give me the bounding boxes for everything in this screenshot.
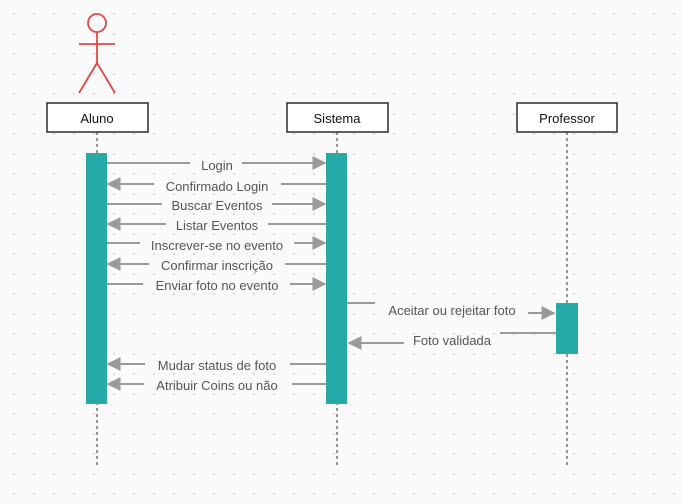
participant-sistema[interactable]: Sistema xyxy=(286,102,389,133)
message-label: Listar Eventos xyxy=(176,218,259,233)
participant-label-aluno: Aluno xyxy=(80,111,113,126)
message-atribuir-coins[interactable]: Atribuir Coins ou não xyxy=(106,377,326,393)
message-buscar-eventos[interactable]: Buscar Eventos xyxy=(107,197,327,213)
message-enviar-foto[interactable]: Enviar foto no evento xyxy=(107,277,327,293)
participant-aluno[interactable]: Aluno xyxy=(46,102,149,133)
message-confirmado-login[interactable]: Confirmado Login xyxy=(106,177,326,194)
participant-label-sistema: Sistema xyxy=(314,111,362,126)
message-inscrever-se[interactable]: Inscrever-se no evento xyxy=(107,236,327,253)
message-label: Buscar Eventos xyxy=(171,198,263,213)
participant-professor[interactable]: Professor xyxy=(516,102,618,133)
message-label: Atribuir Coins ou não xyxy=(156,378,277,393)
message-label: Inscrever-se no evento xyxy=(151,238,283,253)
activation-bar-professor xyxy=(556,303,578,354)
message-label: Confirmado Login xyxy=(166,179,269,194)
message-listar-eventos[interactable]: Listar Eventos xyxy=(106,217,326,233)
message-login[interactable]: Login xyxy=(107,156,327,173)
message-label: Mudar status de foto xyxy=(158,358,277,373)
activation-bar-sistema xyxy=(326,153,347,404)
message-mudar-status-foto[interactable]: Mudar status de foto xyxy=(106,357,326,373)
message-label: Enviar foto no evento xyxy=(156,278,279,293)
message-label: Login xyxy=(201,158,233,173)
activation-bar-aluno xyxy=(86,153,107,404)
message-foto-validada[interactable]: Foto validada xyxy=(347,332,556,350)
message-confirmar-inscricao[interactable]: Confirmar inscrição xyxy=(106,257,326,273)
actor-figure-icon xyxy=(78,13,116,94)
message-label: Confirmar inscrição xyxy=(161,258,273,273)
message-label: Foto validada xyxy=(413,333,492,348)
message-label: Aceitar ou rejeitar foto xyxy=(388,303,515,318)
participant-label-professor: Professor xyxy=(539,111,595,126)
message-aceitar-rejeitar-foto[interactable]: Aceitar ou rejeitar foto xyxy=(347,302,556,320)
